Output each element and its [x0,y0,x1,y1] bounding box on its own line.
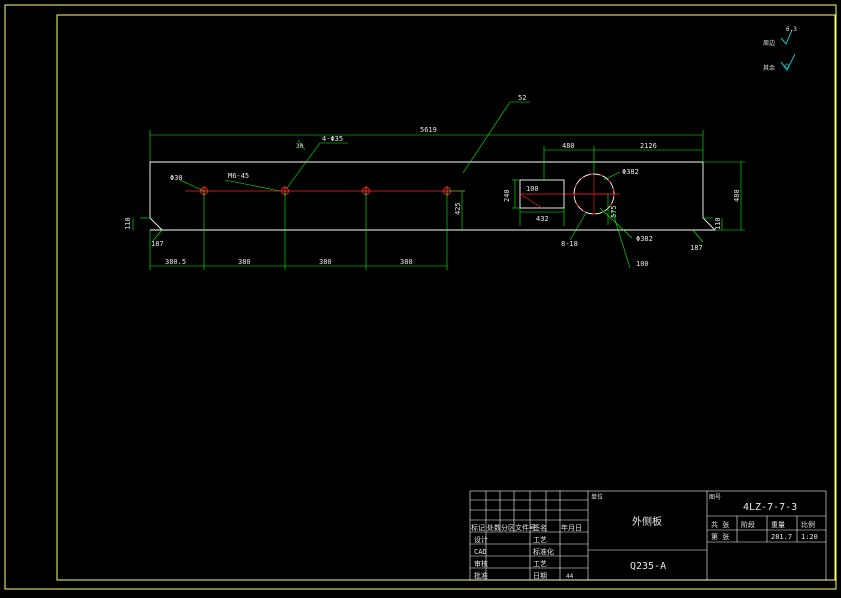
outer-frame [4,4,837,590]
dim-pitch-3: 380 [400,258,413,266]
tb-rev-mark: 标记 [471,523,485,532]
dim-right-edge: 110 [714,217,722,230]
dim-rect-h: 100 [526,185,539,193]
dim-left-chamfer: 187 [151,240,164,248]
roughness-surface-value: 6.3 [786,26,797,33]
tb-sheet: 第 张 [711,532,729,541]
roughness-circle-icon [784,63,790,69]
tb-stage: 阶段 [741,520,755,529]
tb-role-draw: CAD [474,548,487,556]
dim-angle-note: 30 [296,143,304,150]
tb-rev-date: 年月日 [561,523,582,532]
dim-tag-top: 52 [518,94,526,102]
dim-rect-top: 480 [562,142,575,150]
roughness-block: 周边 6.3 其余 [763,26,797,72]
tb-process: 工艺 [533,536,547,544]
dim-pitch-2: 380 [319,258,332,266]
dimension-lines [132,101,745,270]
dim-circle-note: Φ382 [636,235,653,243]
dim-rect-w: 432 [536,215,549,223]
roughness-rest-icon [780,53,796,71]
tb-extra-1: 工艺 [533,560,547,568]
tb-rev-zone: 分区 [501,523,515,532]
tb-role-check: 审核 [474,559,488,568]
dim-height-right: 480 [733,189,741,202]
title-block [469,490,827,581]
part-outline [140,161,717,231]
dim-pitch-1: 380 [238,258,251,266]
dim-circle-angle: 100 [636,260,649,268]
dim-overall-length: 5619 [420,126,437,134]
tb-drawing-number: 4LZ-7-7-3 [743,502,797,513]
roughness-rest-label: 其余 [763,64,775,72]
tb-role-standard: 标准化 [533,547,554,556]
tb-extra-2: 日期 [533,572,547,580]
tb-material: Q235-A [630,561,666,572]
tb-drawing-no-tag: 图号 [709,494,721,501]
tb-sheets: 共 张 [711,520,729,529]
tb-rev-sign: 签名 [533,523,547,532]
dim-circle-vert: 575 [610,205,618,218]
tb-role-approve: 批准 [474,571,488,580]
tb-page-mark: 44 [566,573,574,580]
roughness-surface-label: 周边 [763,39,775,47]
dim-circle-dia: Φ382 [622,168,639,176]
tb-scale-value: 1:20 [801,533,818,541]
tb-part-name: 外侧板 [632,515,662,528]
inner-frame [56,14,836,581]
dim-height-mid: 425 [454,202,462,215]
dim-right-chamfer: 187 [690,244,703,252]
tb-rev-doc: 文件号 [515,523,536,532]
dim-slot-note: 8-18 [561,240,578,248]
dim-rect-left: 240 [503,189,511,202]
dim-left-edge: 110 [124,217,132,230]
tb-role-design: 设计 [474,535,488,544]
dim-hole-note-2: Φ30 [170,174,183,182]
tb-scale-label: 比例 [801,520,815,529]
rect-slot [519,179,565,209]
tb-company-tag: 单位 [591,493,603,501]
dim-right-run: 2126 [640,142,657,150]
dim-hole-note: 4-Φ35 [322,135,343,143]
tb-rev-count: 处数 [487,523,501,532]
roughness-symbol-icon [780,29,793,45]
tb-mass-label: 重量 [771,521,785,529]
round-cutout [573,173,615,215]
dim-thread-note: M6-45 [228,172,249,180]
dim-left-offset: 380.5 [165,258,186,266]
tb-mass-value: 281.7 [771,533,792,541]
